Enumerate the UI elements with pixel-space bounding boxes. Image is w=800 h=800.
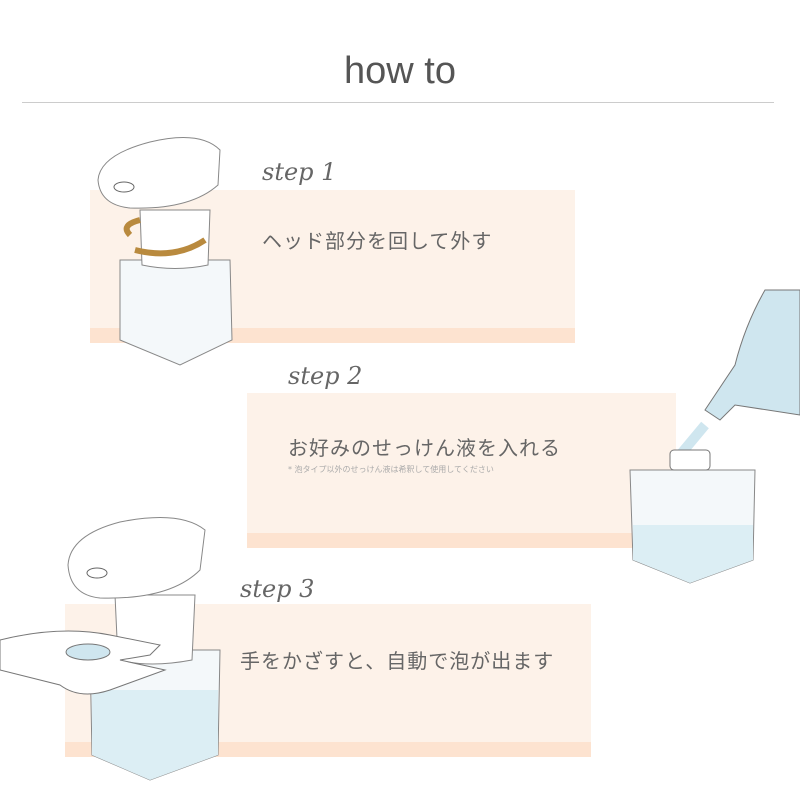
- step2-label: step 2: [288, 362, 363, 390]
- dispenser-head-rotate-illustration: [97, 137, 233, 366]
- step1-text: ヘッド部分を回して外す: [262, 229, 493, 253]
- step3-label: step 3: [240, 575, 315, 603]
- refill-bottle-illustration: [629, 289, 800, 584]
- dispenser-hand-foam-illustration: [0, 517, 221, 781]
- page-title: how to: [344, 50, 456, 92]
- step1-label: step 1: [262, 158, 337, 186]
- step2-text: お好みのせっけん液を入れる: [288, 436, 561, 460]
- step2-panel: [247, 393, 676, 548]
- divider: [22, 102, 774, 103]
- step3-text: 手をかざすと、自動で泡が出ます: [240, 649, 555, 673]
- step2-note: * 泡タイプ以外のせっけん液は希釈して使用してください: [288, 465, 494, 474]
